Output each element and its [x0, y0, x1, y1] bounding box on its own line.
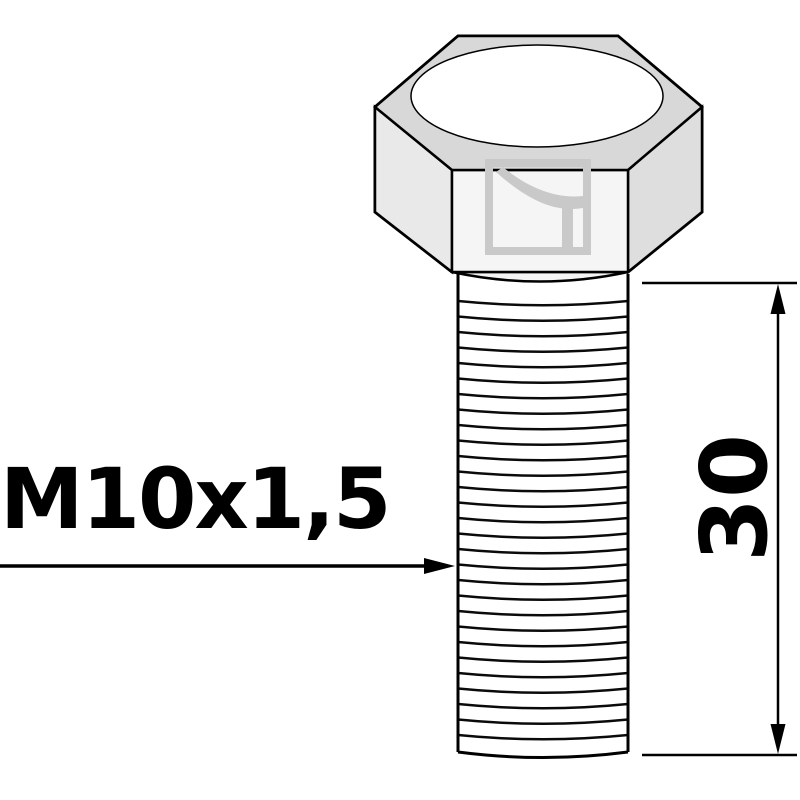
dimension-arrow-down-icon: [770, 724, 786, 754]
thread-spec-arrowhead-icon: [424, 558, 455, 574]
shaft-bottom-edge: [457, 750, 629, 759]
thread-spec-annotation: M10x1,5: [0, 450, 455, 574]
bolt-head-front-face: [450, 168, 630, 274]
bolt-head-neck-curve: [451, 270, 629, 283]
dimension-arrow-up-icon: [770, 284, 786, 314]
length-dimension: 30: [642, 281, 797, 757]
thread-spec-label: M10x1,5: [0, 450, 389, 548]
length-dimension-label: 30: [681, 434, 788, 562]
bolt-shaft: [456, 272, 630, 759]
thread-lines: [458, 296, 628, 745]
bolt-head: [373, 34, 704, 283]
bolt-head-top-highlight: [410, 44, 664, 148]
manufacturer-logo-icon: [485, 159, 591, 255]
